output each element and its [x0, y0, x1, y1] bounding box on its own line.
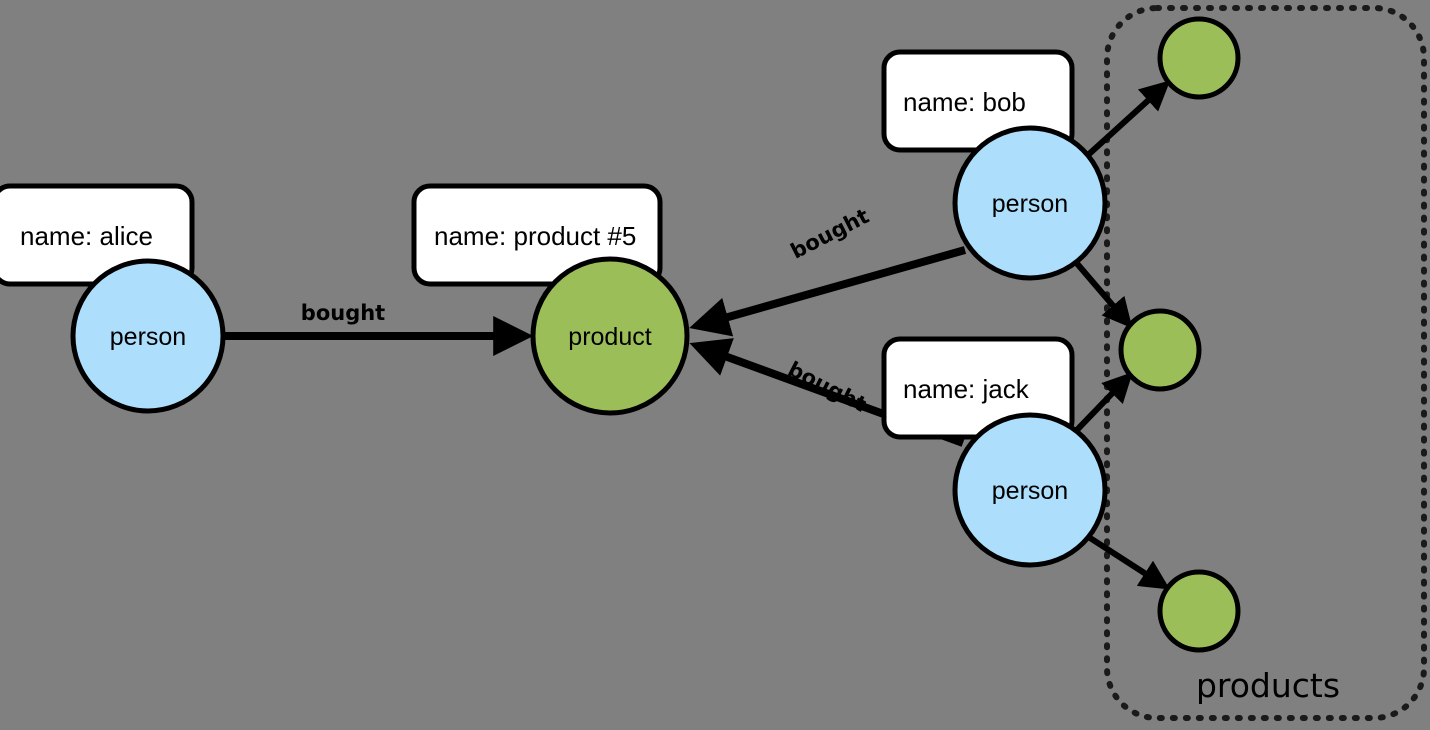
product-node-bot[interactable] — [1157, 569, 1241, 653]
property-box-text: name: jack — [903, 374, 1030, 404]
edge-jack-to-product-bot[interactable] — [1085, 533, 1171, 590]
edge-bob-to-product-mid[interactable] — [1071, 258, 1133, 329]
property-box-jack[interactable]: name: jack — [881, 336, 1075, 440]
edge-label-bought: bought — [784, 357, 870, 417]
person-node-circle — [952, 125, 1108, 281]
person-node-circle — [70, 258, 226, 414]
edge-line — [689, 246, 967, 337]
products-group-border — [1104, 5, 1427, 721]
property-box-bob[interactable]: name: bob — [881, 49, 1075, 153]
property-box-text: name: product #5 — [434, 221, 636, 251]
node-type-label: person — [992, 477, 1068, 505]
person-node-circle — [952, 412, 1108, 568]
property-box-text: name: alice — [20, 221, 153, 251]
edge-line — [1085, 533, 1171, 590]
node-type-label: person — [110, 323, 186, 351]
node-alice[interactable]: person — [70, 258, 226, 414]
node-product5[interactable]: product — [530, 256, 690, 416]
products-group[interactable]: products — [1104, 5, 1427, 721]
property-box-text: name: bob — [903, 87, 1026, 117]
edge-label-bought: bought — [787, 204, 873, 264]
node-jack[interactable]: person — [952, 412, 1108, 568]
node-bob[interactable]: person — [952, 125, 1108, 281]
products-group-label: products — [1196, 666, 1340, 705]
edge-label-bought: bought — [301, 301, 385, 325]
edge-alice-bought-product[interactable]: bought — [223, 301, 534, 356]
product-node-top[interactable] — [1157, 16, 1241, 100]
edge-line — [1085, 80, 1171, 158]
edge-bob-to-product-top[interactable] — [1085, 80, 1171, 158]
edge-jack-to-product-mid[interactable] — [1071, 371, 1133, 436]
edge-line — [1071, 371, 1133, 436]
node-type-label: product — [568, 323, 651, 351]
edge-bob-bought-product[interactable]: bought — [689, 204, 967, 337]
node-type-label: person — [992, 190, 1068, 218]
product-node-mid[interactable] — [1118, 308, 1202, 392]
edge-line — [1071, 258, 1133, 329]
product-node-circle — [530, 256, 690, 416]
